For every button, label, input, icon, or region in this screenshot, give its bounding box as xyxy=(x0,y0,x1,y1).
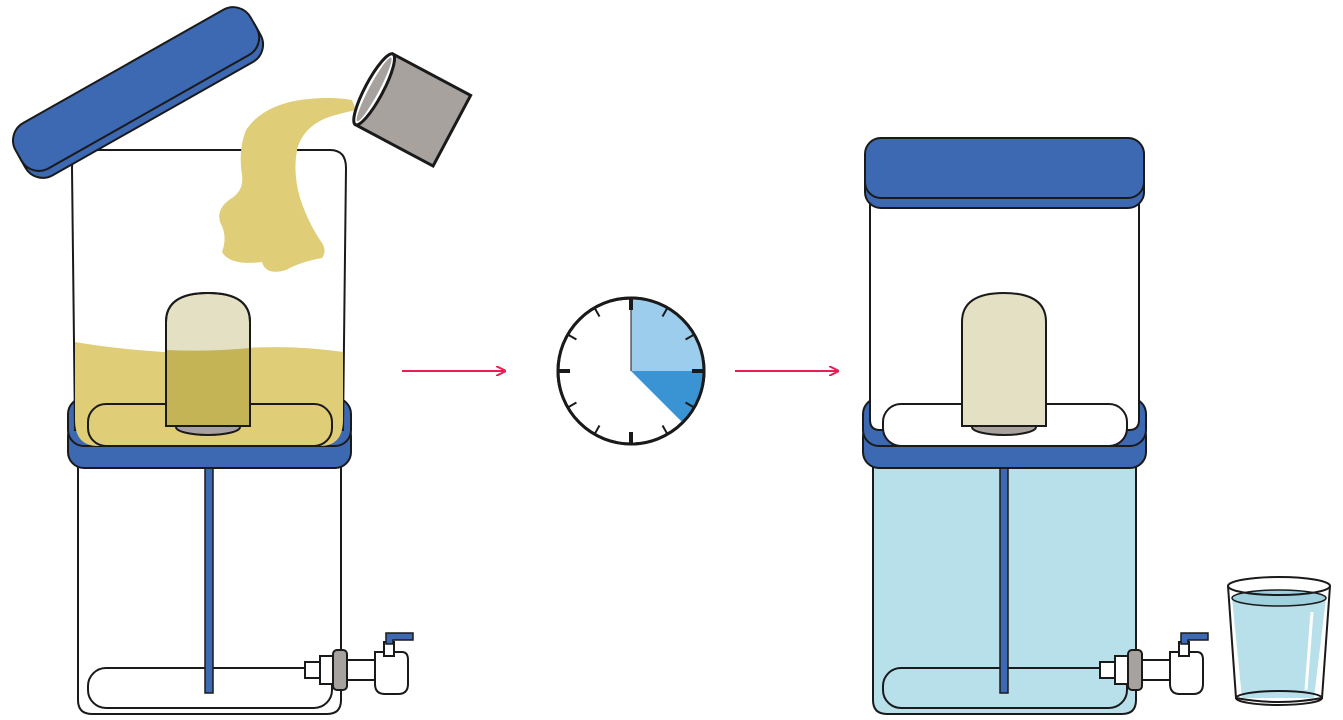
clock-tick xyxy=(567,401,577,409)
clock-tick xyxy=(661,307,669,317)
clock-tick xyxy=(685,333,695,341)
pouring-dirty-water xyxy=(219,98,356,272)
closed-lid-upper xyxy=(864,137,1145,199)
ceramic-filter-clean xyxy=(961,291,1047,427)
clock-tick xyxy=(567,333,577,341)
wait-timer-clock xyxy=(556,296,706,446)
open-lid xyxy=(12,6,265,179)
tap xyxy=(304,632,414,695)
filter-stem-tube-clean xyxy=(999,454,1009,694)
ceramic-filter-submerged xyxy=(166,348,250,426)
clock-tick xyxy=(593,425,601,435)
dirty-filter-unit xyxy=(12,6,473,715)
clock-elapsed-light xyxy=(631,298,704,371)
clock-tick xyxy=(661,425,669,435)
clean-filter-unit xyxy=(862,137,1331,715)
clock-tick xyxy=(593,307,601,317)
glass-of-clean-water xyxy=(1227,576,1331,706)
pouring-can xyxy=(352,51,473,169)
clock-tick xyxy=(685,401,695,409)
clock-elapsed-dark xyxy=(631,371,704,423)
filter-stem-tube xyxy=(204,454,214,694)
tap-clean xyxy=(1099,632,1209,695)
